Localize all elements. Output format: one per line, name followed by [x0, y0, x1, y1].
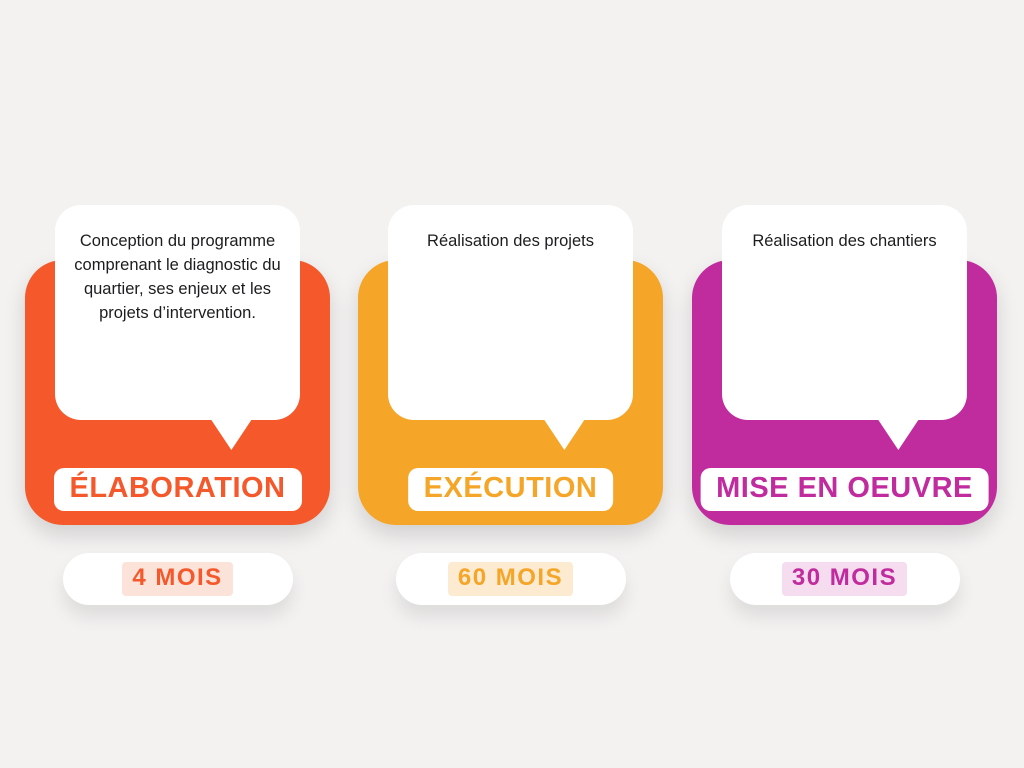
phase-description: Réalisation des chantiers — [752, 232, 937, 250]
speech-bubble: Réalisation des chantiers — [722, 205, 967, 450]
phase-title-badge: MISE EN OEUVRE — [700, 468, 989, 511]
speech-bubble: Conception du programme comprenant le di… — [55, 205, 300, 450]
phase-duration: 60 MOIS — [447, 562, 574, 596]
phase-elaboration: ÉLABORATION Conception du programme comp… — [25, 205, 330, 615]
phase-duration-pill: 4 MOIS — [62, 553, 293, 605]
phase-description: Conception du programme comprenant le di… — [74, 232, 281, 322]
phase-duration-pill: 30 MOIS — [729, 553, 960, 605]
phase-duration-pill: 60 MOIS — [395, 553, 626, 605]
phase-title-badge: ÉLABORATION — [53, 468, 302, 511]
phase-mise-en-oeuvre: MISE EN OEUVRE Réalisation des chantiers… — [692, 205, 997, 615]
phase-duration: 30 MOIS — [781, 562, 908, 596]
speech-bubble: Réalisation des projets — [388, 205, 633, 450]
phase-duration: 4 MOIS — [122, 562, 233, 596]
phase-execution: EXÉCUTION Réalisation des projets 60 MOI… — [358, 205, 663, 615]
phase-title: MISE EN OEUVRE — [716, 472, 973, 504]
phase-title: ÉLABORATION — [69, 472, 286, 504]
phase-description: Réalisation des projets — [427, 232, 594, 250]
phase-title-badge: EXÉCUTION — [407, 468, 614, 511]
phase-title: EXÉCUTION — [423, 472, 598, 504]
